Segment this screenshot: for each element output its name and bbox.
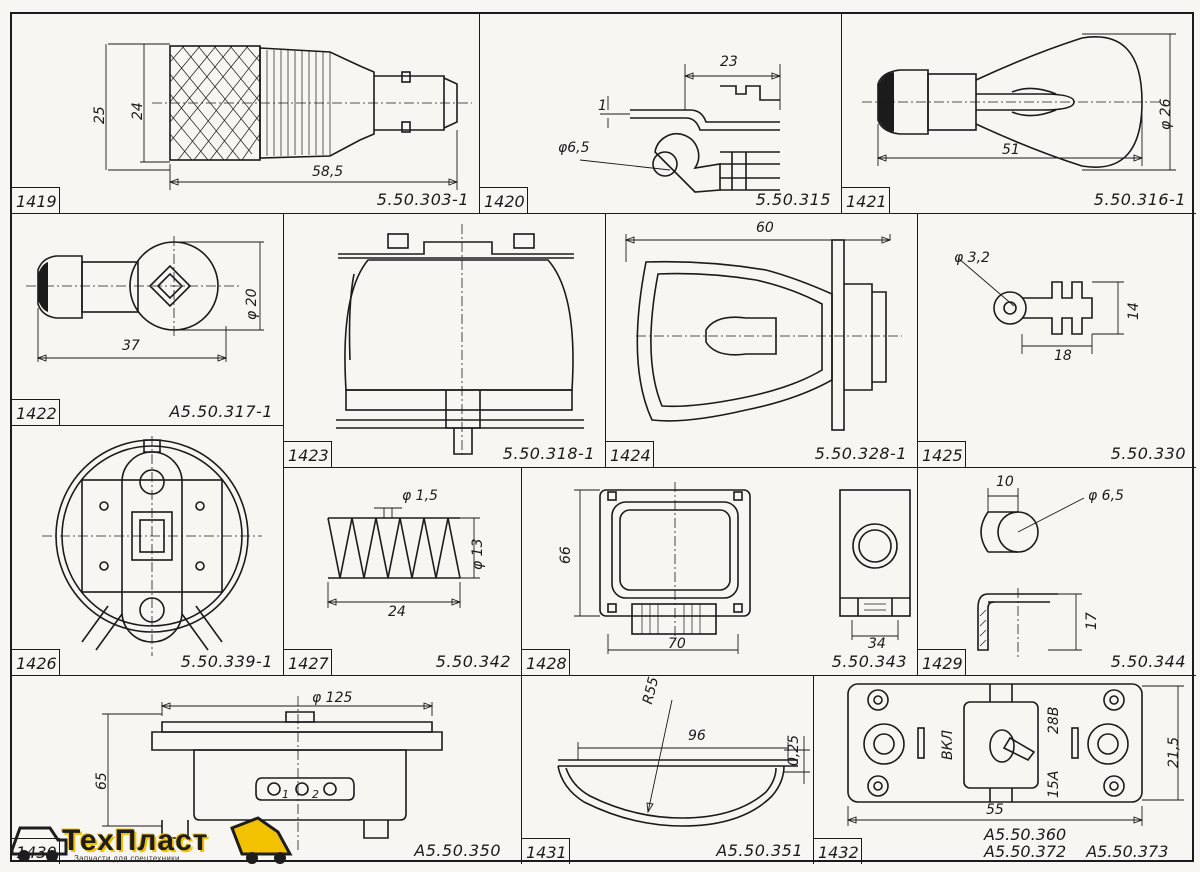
dim-24: 24 [388, 604, 406, 620]
dim-0-25: 0,25 [786, 734, 802, 766]
label-15a: 15А [1046, 770, 1062, 798]
dim-60: 60 [756, 220, 774, 236]
part-code: 5.50.316-1 [1093, 190, 1186, 209]
dim-phi6-5: φ 6,5 [1088, 488, 1124, 504]
part-code: A5.50.317-1 [169, 402, 273, 421]
dim-phi3-2: φ 3,2 [954, 250, 990, 266]
dim-70: 70 [668, 636, 686, 652]
dim-58-5: 58,5 [312, 164, 344, 180]
dim-phi125: φ 125 [312, 690, 353, 706]
dim-24: 24 [130, 102, 146, 120]
techplast-logo [10, 816, 293, 864]
dim-25: 25 [92, 106, 108, 124]
dim-phi1-5: φ 1,5 [402, 488, 438, 504]
dim-18: 18 [1054, 348, 1072, 364]
cell-1425: φ 3,2 14 18 1425 5.50.330 [918, 214, 1196, 468]
cell-1422: φ 20 37 1422 A5.50.317-1 [12, 214, 284, 426]
drawing-1430 [102, 696, 443, 852]
drawing-sheet: 25 24 58,5 1419 5.50.303-1 23 φ6,5 1 142… [10, 12, 1196, 864]
cell-number: 1426 [16, 654, 57, 673]
dim-65: 65 [94, 772, 110, 790]
part-code: 5.50.328-1 [814, 444, 907, 463]
cell-number: 1422 [16, 404, 57, 423]
drawing-1419 [105, 43, 472, 190]
cell-number: 1424 [610, 446, 651, 465]
dim-23: 23 [720, 54, 738, 70]
terminal-1: 1 [282, 788, 289, 801]
dim-phi65: φ6,5 [558, 140, 590, 156]
logo-tagline: Запчасти для спецтехники [74, 854, 180, 863]
knurl-hatch [169, 45, 261, 161]
part-code: 5.50.315 [755, 190, 831, 209]
cell-number: 1423 [288, 446, 329, 465]
dim-96: 96 [688, 728, 706, 744]
part-code: A5.50.351 [716, 841, 803, 860]
dim-17: 17 [1084, 612, 1100, 630]
part-code: 5.50.344 [1110, 652, 1186, 671]
excavator-right-icon [230, 816, 293, 856]
part-code: 5.50.342 [435, 652, 511, 671]
cell-1428: 66 70 34 1428 5.50.343 [522, 468, 918, 676]
cell-1419: 25 24 58,5 1419 5.50.303-1 [12, 14, 480, 214]
drawing-1424 [624, 234, 902, 431]
cell-1420: 23 φ6,5 1 1420 5.50.315 [480, 14, 842, 214]
excavator-left-icon [10, 826, 68, 856]
part-code: 5.50.339-1 [180, 652, 273, 671]
part-codes: A5.50.360 A5.50.372 A5.50.373 [934, 826, 1184, 860]
cell-number: 1429 [922, 654, 963, 673]
dim-21-5: 21,5 [1166, 736, 1182, 768]
cell-number: 1421 [846, 192, 887, 211]
label-vkl: ВКЛ [940, 729, 956, 760]
part-code: 5.50.303-1 [376, 190, 469, 209]
dim-66: 66 [558, 546, 574, 564]
terminal-2: 2 [312, 788, 319, 801]
drawing-1420 [579, 64, 782, 193]
cell-1423: 1423 5.50.318-1 [284, 214, 606, 468]
cell-number: 1419 [16, 192, 57, 211]
dim-34: 34 [868, 636, 886, 652]
drawing-1426 [42, 436, 262, 656]
cell-number: 1428 [526, 654, 567, 673]
cell-number: 1420 [484, 192, 525, 211]
drawing-1429 [977, 488, 1085, 660]
dim-55: 55 [986, 802, 1004, 818]
cell-1432: ВКЛ 28В 15А 21,5 55 1432 A5.50.360 A5.50… [814, 676, 1196, 864]
cell-1421: 51 φ 26 1421 5.50.316-1 [842, 14, 1196, 214]
drawing-1431 [557, 699, 810, 827]
label-28v: 28В [1046, 706, 1062, 734]
part-code-a: A5.50.360 [984, 825, 1067, 844]
part-code: A5.50.350 [414, 841, 501, 860]
dim-37: 37 [122, 338, 140, 354]
drawing-1423 [336, 224, 584, 458]
cell-1426: 1426 5.50.339-1 [12, 426, 284, 676]
dim-phi26: φ 26 [1158, 98, 1174, 131]
cell-number: 1431 [526, 843, 567, 862]
cell-1429: 10 φ 6,5 17 1429 5.50.344 [918, 468, 1196, 676]
drawing-1427 [326, 507, 480, 608]
drawing-1422 [26, 236, 264, 362]
part-code: 5.50.330 [1110, 444, 1186, 463]
cell-number: 1425 [922, 446, 963, 465]
part-code: 5.50.343 [831, 652, 907, 671]
part-code: 5.50.318-1 [502, 444, 595, 463]
dim-1: 1 [598, 98, 607, 114]
dim-51: 51 [1002, 142, 1020, 158]
dim-phi20: φ 20 [244, 288, 260, 321]
dim-14: 14 [1126, 302, 1142, 320]
cell-number: 1427 [288, 654, 329, 673]
drawing-1428 [574, 482, 911, 654]
drawing-1425 [957, 257, 1124, 354]
dim-phi13: φ 13 [470, 538, 486, 571]
cell-1431: R55 96 0,25 1431 A5.50.351 [522, 676, 814, 864]
drawing-1432 [846, 683, 1184, 826]
part-code-c: A5.50.373 [1086, 842, 1169, 861]
cell-number: 1432 [818, 843, 859, 862]
dim-10: 10 [996, 474, 1014, 490]
cell-1424: 60 1424 5.50.328-1 [606, 214, 918, 468]
logo-name: ТехПласт [62, 824, 209, 857]
cell-1427: φ 1,5 φ 13 24 1427 5.50.342 [284, 468, 522, 676]
part-code-b: A5.50.372 [984, 842, 1067, 861]
drawing-1421 [862, 33, 1176, 171]
